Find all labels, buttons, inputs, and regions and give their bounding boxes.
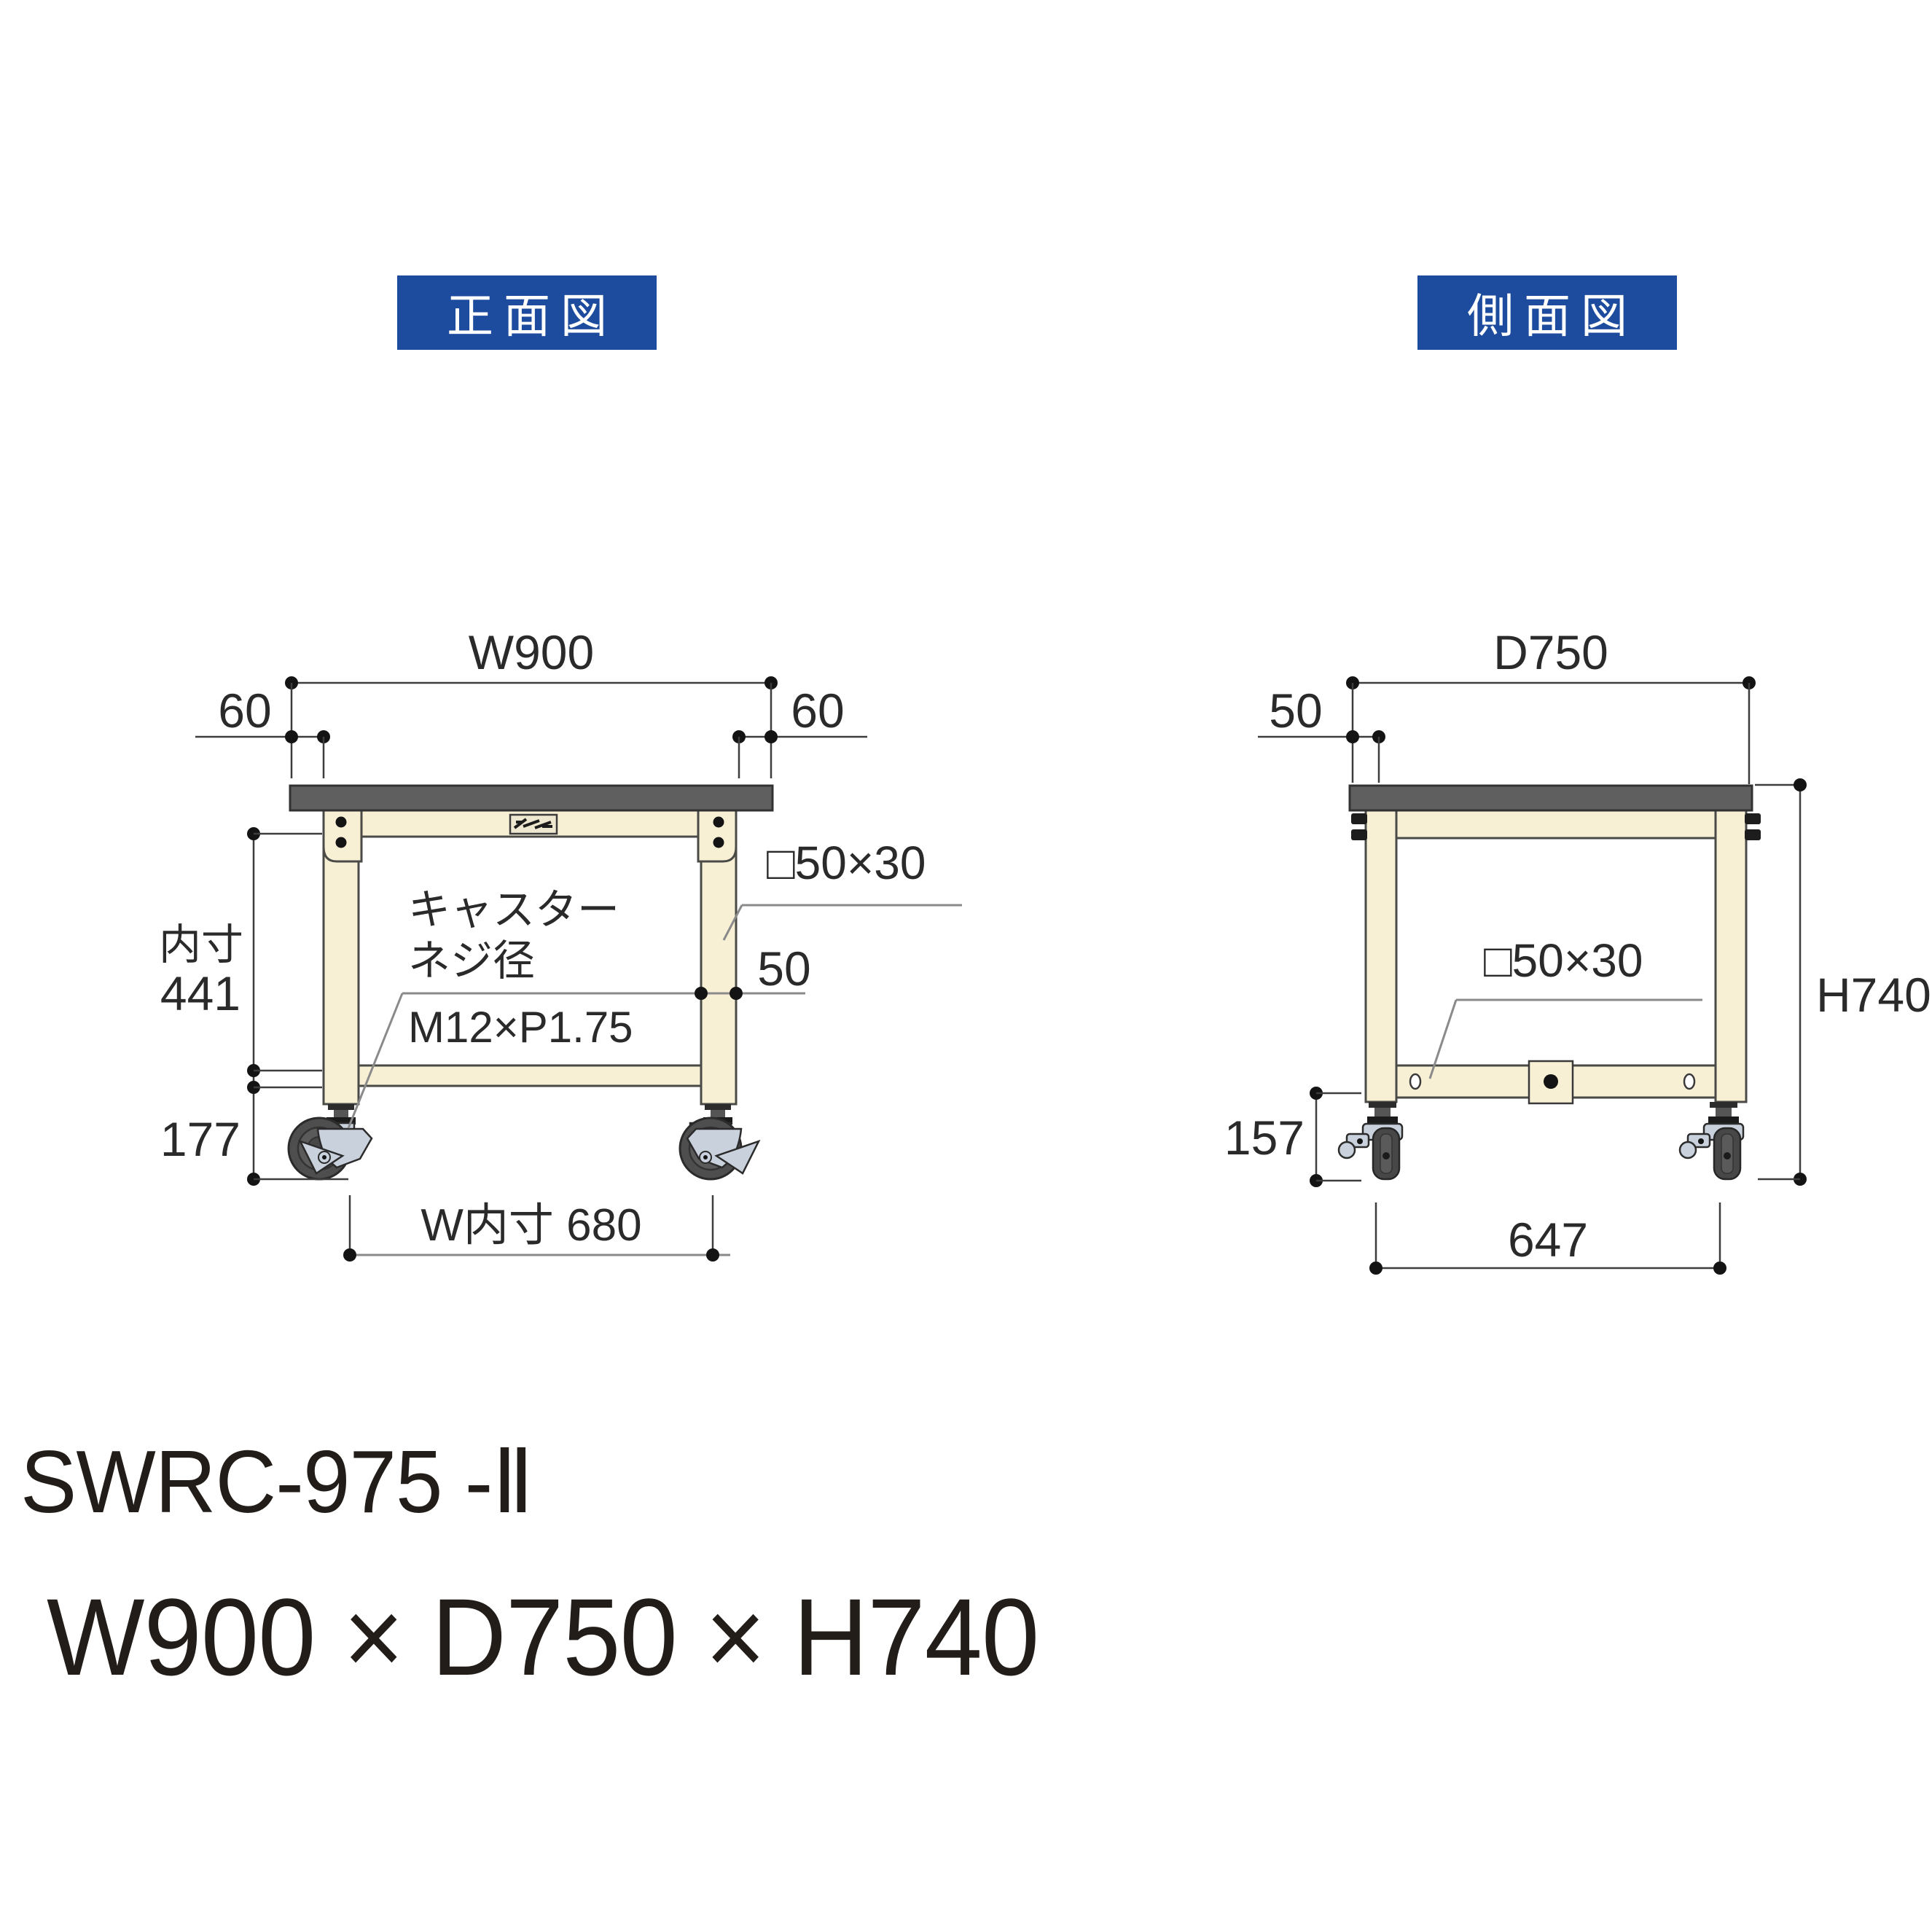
front-tabletop: [289, 784, 774, 812]
side-dimensions: D750 50 □50×30 H740 157: [1224, 625, 1931, 1275]
front-left-caster: [287, 1104, 373, 1181]
side-dim-50: 50: [1269, 684, 1322, 738]
overall-dimensions: W900 × D750 × H740: [47, 1576, 1039, 1698]
front-dim-60-left: 60: [218, 684, 271, 738]
front-view-title-label: 正面図: [447, 290, 617, 343]
front-frame: [289, 784, 774, 1106]
side-right-caster: [1678, 1102, 1745, 1181]
side-dim-647: 647: [1508, 1213, 1588, 1267]
front-caster-note-line1: キャスター: [408, 886, 619, 934]
front-right-caster: [678, 1104, 761, 1181]
front-caster-note-line3: M12×P1.75: [408, 1003, 633, 1052]
side-view-title: 側面図: [1417, 275, 1677, 350]
side-view-title-label: 側面図: [1467, 290, 1638, 343]
front-view-drawing: W900 60 60 内寸 441 177: [159, 625, 962, 1262]
front-dim-60-right: 60: [791, 684, 844, 738]
front-dim-inner-height-value: 441: [160, 966, 240, 1020]
side-tube-label: □50×30: [1484, 934, 1643, 987]
side-dim-h740: H740: [1816, 968, 1931, 1022]
side-left-leg: [1364, 809, 1398, 1103]
front-dim-inner-height-caption: 内寸: [159, 921, 243, 969]
front-dimensions: W900 60 60 内寸 441 177: [159, 625, 962, 1262]
side-tabletop: [1348, 784, 1753, 812]
front-dim-w900: W900: [469, 625, 594, 679]
side-left-caster: [1337, 1102, 1404, 1181]
front-caster-note-line2: ネジ径: [408, 937, 535, 985]
front-view-title: 正面図: [397, 275, 657, 350]
front-dim-leg-50: 50: [757, 942, 810, 996]
side-frame: [1348, 784, 1761, 1105]
side-right-leg: [1714, 809, 1748, 1103]
front-tube-label: □50×30: [767, 837, 926, 889]
front-dim-177: 177: [160, 1112, 240, 1166]
side-view-drawing: D750 50 □50×30 H740 157: [1224, 625, 1931, 1275]
name-plate: [509, 813, 558, 835]
front-dim-inner-width: W内寸 680: [421, 1200, 641, 1251]
side-dim-157: 157: [1224, 1111, 1305, 1165]
model-number: SWRC-975 -Ⅱ: [20, 1432, 533, 1531]
side-dim-d750: D750: [1493, 625, 1608, 679]
